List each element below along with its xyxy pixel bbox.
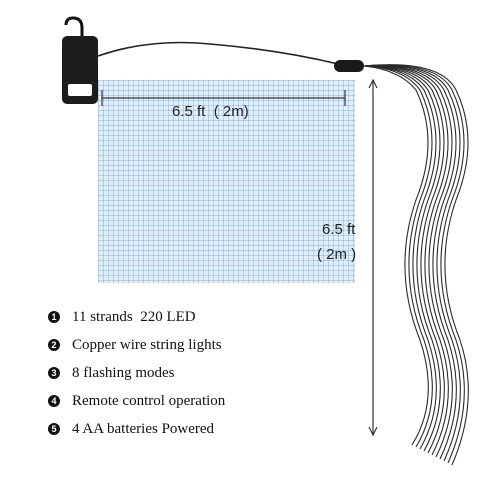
light-strands — [363, 64, 469, 466]
hanging-hook-icon — [64, 16, 84, 36]
lead-wire — [97, 41, 339, 65]
feature-list: 1 11 strands 220 LED 2 Copper wire strin… — [48, 303, 225, 443]
number-badge-5: 5 — [48, 423, 60, 435]
number-badge-2: 2 — [48, 339, 60, 351]
feature-text: 8 flashing modes — [72, 364, 175, 381]
number-badge-1: 1 — [48, 311, 60, 323]
light-curtain-grid — [98, 80, 355, 283]
width-metric: ( 2m) — [213, 103, 249, 120]
feature-text: Copper wire string lights — [72, 336, 222, 353]
width-dimension-label: 6.5 ft ( 2m) — [172, 103, 249, 120]
connector-icon — [334, 60, 364, 72]
feature-item: 1 11 strands 220 LED — [48, 303, 225, 331]
feature-text: Remote control operation — [72, 392, 226, 409]
feature-item: 5 4 AA batteries Powered — [48, 415, 225, 443]
feature-item: 4 Remote control operation — [48, 387, 225, 415]
height-dimension-value: 6.5 ft — [322, 221, 356, 238]
width-value: 6.5 ft — [172, 103, 206, 120]
number-badge-4: 4 — [48, 395, 60, 407]
height-dimension-metric: ( 2m ) — [317, 246, 357, 263]
feature-text: 4 AA batteries Powered — [72, 420, 215, 437]
number-badge-3: 3 — [48, 367, 60, 379]
feature-item: 3 8 flashing modes — [48, 359, 225, 387]
feature-item: 2 Copper wire string lights — [48, 331, 225, 359]
feature-text: 11 strands 220 LED — [72, 308, 196, 325]
